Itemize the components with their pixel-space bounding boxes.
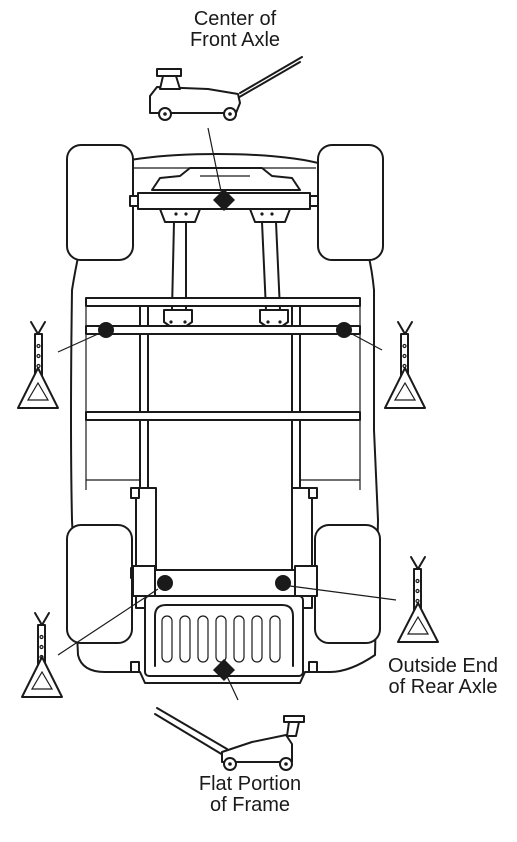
rear-left-lift-point-icon xyxy=(157,575,173,591)
label-line: Outside End xyxy=(387,655,499,677)
label-flat-portion-frame: Flat Portion of Frame xyxy=(175,774,325,816)
label-line: of Frame xyxy=(209,794,291,816)
pointer-lines xyxy=(57,333,397,656)
front-floor-jack-icon xyxy=(149,56,303,121)
tank-ribs xyxy=(161,615,281,663)
jack-stand-right-rear-icon xyxy=(397,556,439,643)
label-line: Flat Portion xyxy=(198,773,302,795)
label-line: of Rear Axle xyxy=(388,676,498,698)
label-line: Center of xyxy=(193,8,277,30)
rear-left-wheel xyxy=(66,524,133,644)
jack-stand-left-rear-icon xyxy=(21,612,63,698)
front-right-wheel xyxy=(317,144,384,261)
label-outside-end-rear-axle: Outside End of Rear Axle xyxy=(369,656,517,698)
rear-right-wheel xyxy=(314,524,381,644)
rear-right-lift-point-icon xyxy=(275,575,291,591)
front-left-lift-point-icon xyxy=(98,322,114,338)
front-right-lift-point-icon xyxy=(336,322,352,338)
rear-floor-jack-icon xyxy=(154,707,305,771)
oil-pan xyxy=(151,167,301,191)
jack-stand-left-front-icon xyxy=(17,321,59,409)
rear-axle xyxy=(154,569,296,597)
vehicle-underside xyxy=(66,127,384,701)
front-axle-lift-point-icon xyxy=(213,189,235,211)
jack-stand-right-front-icon xyxy=(384,321,426,409)
label-line: Front Axle xyxy=(189,29,281,51)
label-center-front-axle: Center of Front Axle xyxy=(160,9,310,51)
front-left-wheel xyxy=(66,144,134,261)
